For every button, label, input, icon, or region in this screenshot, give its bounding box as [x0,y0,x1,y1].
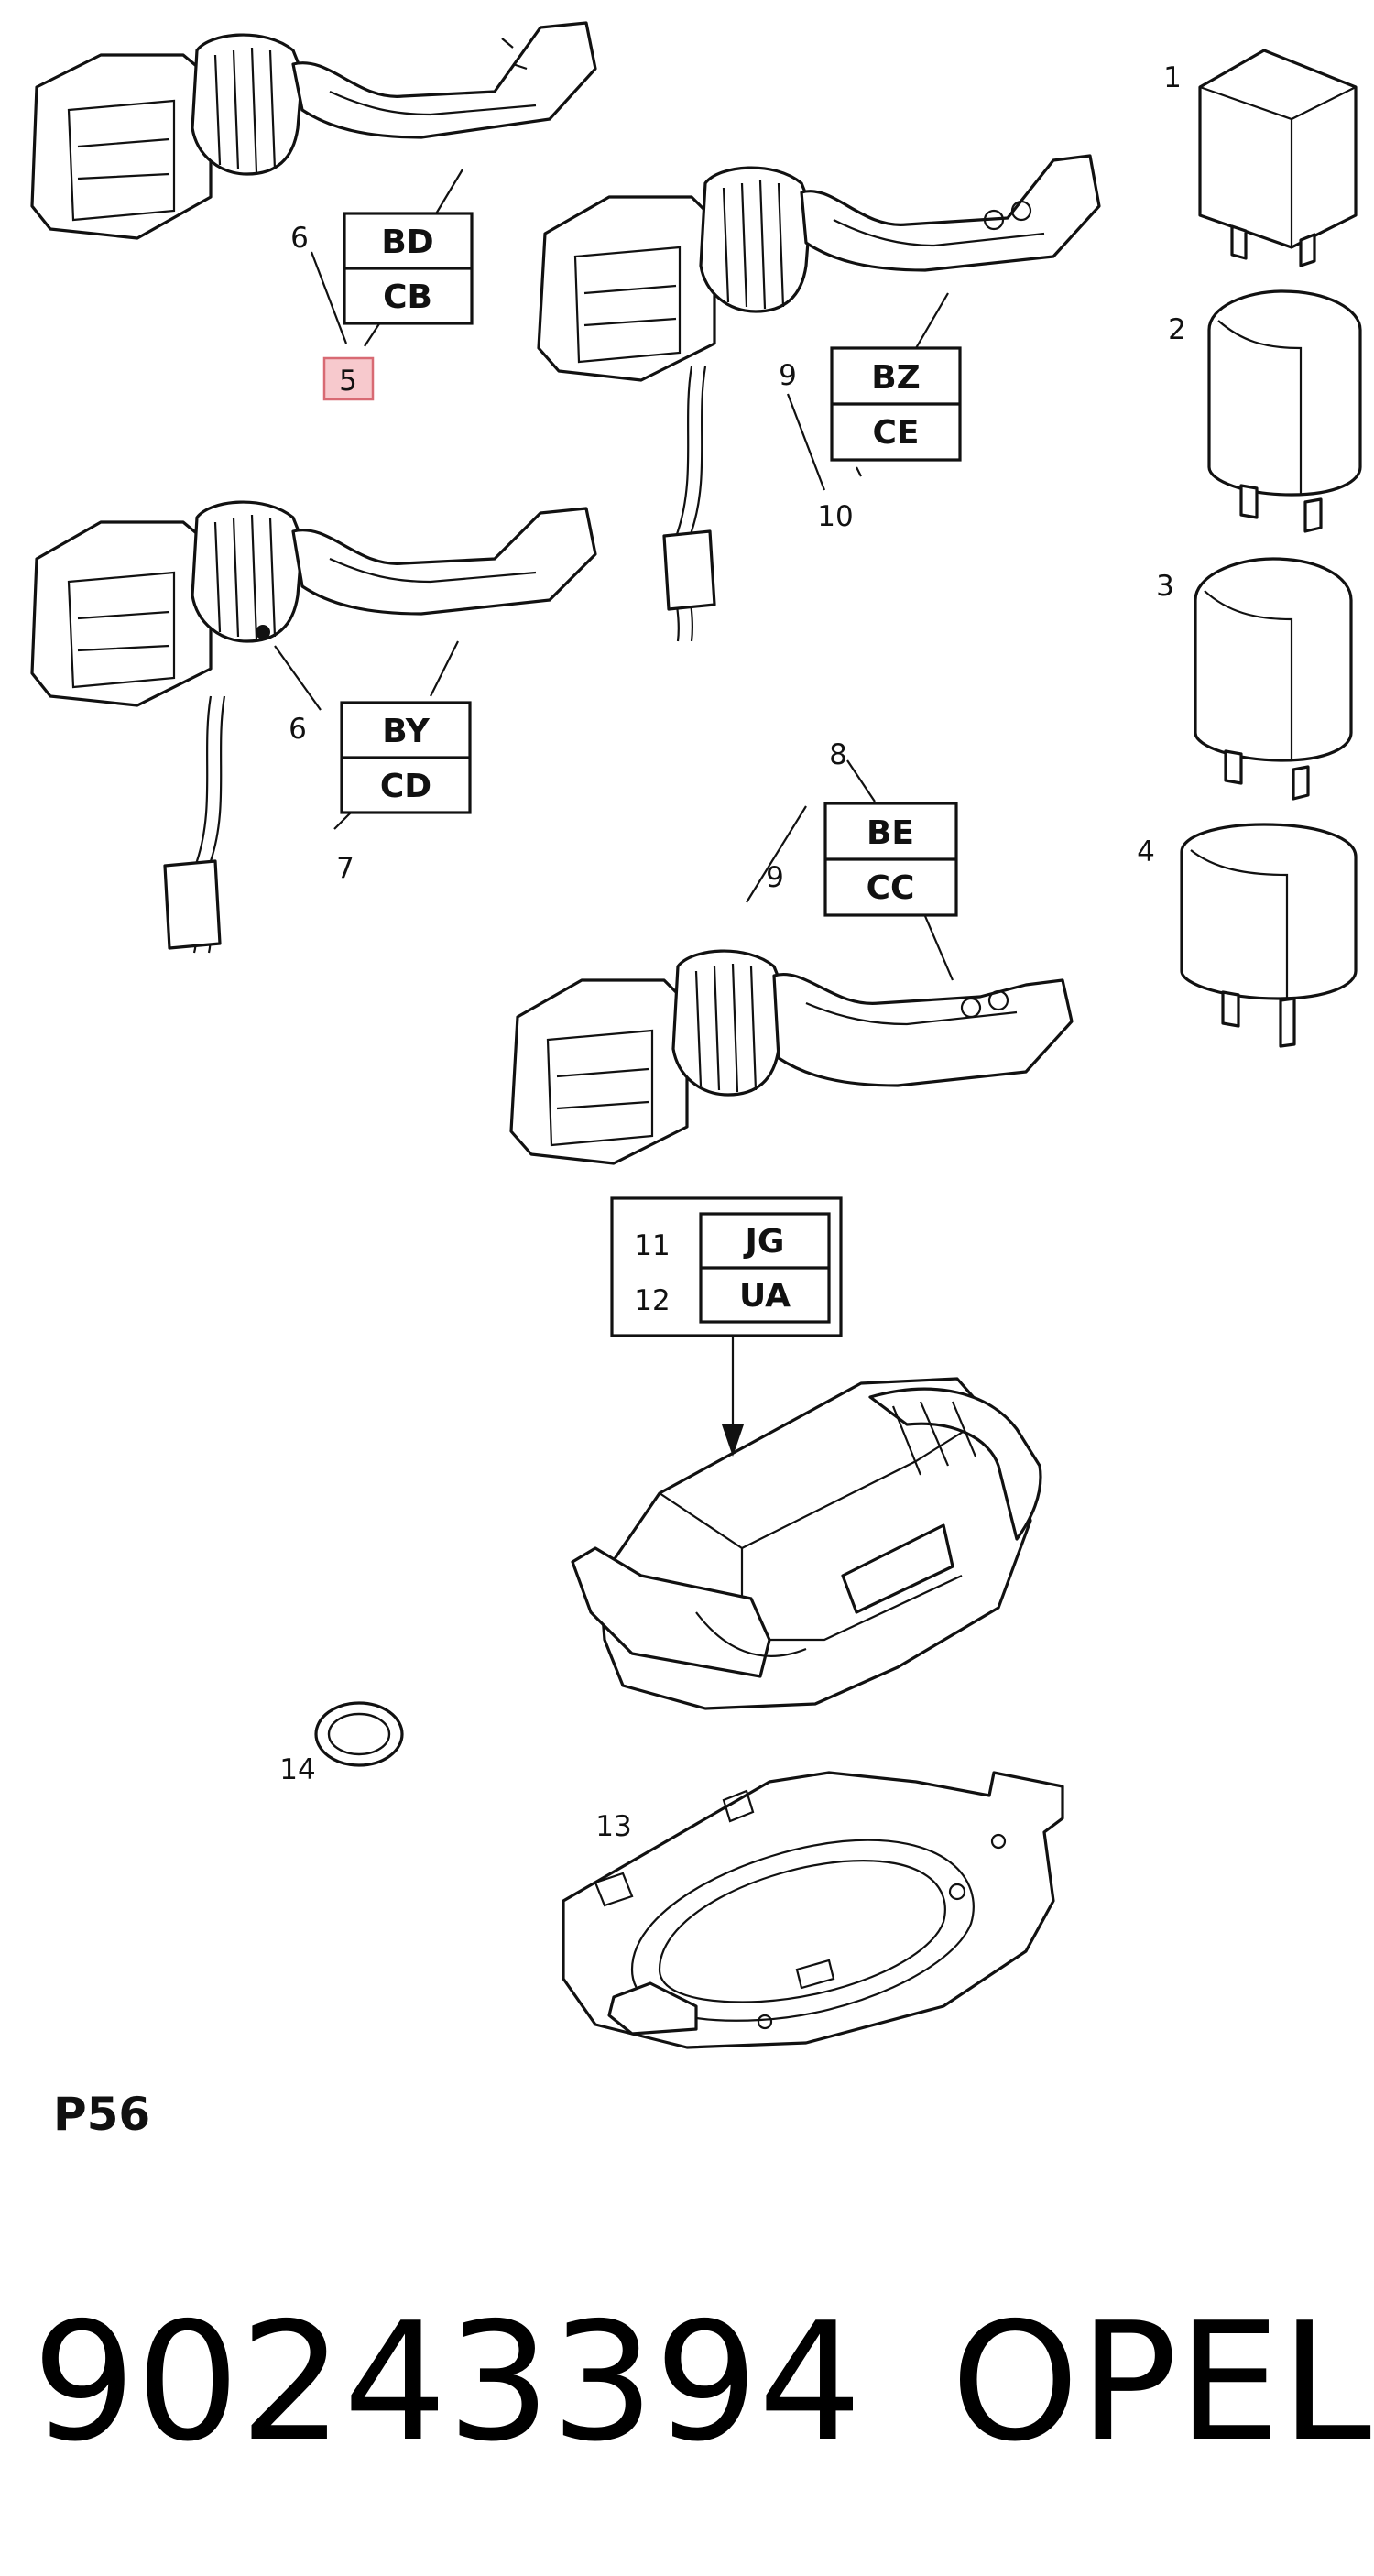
callout-7: 7 [336,852,354,885]
code-box-top: BD [381,224,433,261]
stalk-switch-d [509,949,1074,1165]
callout-4: 4 [1137,835,1155,868]
code-box-switch-d: BE CC [823,802,958,917]
code-box-top: BE [867,814,914,852]
relay-4 [1180,823,1358,1048]
callout-10: 10 [817,500,853,533]
code-box-bottom: CB [383,278,432,316]
stalk-switch-a [30,21,597,240]
callout-14: 14 [279,1753,315,1786]
callout-8: 8 [829,738,847,771]
relay-2 [1207,289,1362,533]
callout-12: 12 [634,1284,670,1317]
part-number: 90243394 [32,2287,862,2477]
callout-3: 3 [1156,570,1174,603]
callout-13: 13 [595,1810,631,1843]
page-code: P56 [53,2088,150,2141]
code-box-bottom: CC [867,869,915,907]
control-module [571,1377,1042,1710]
code-box-bottom: CE [872,414,919,452]
washer-ring [314,1701,404,1767]
callout-6: 6 [290,222,309,255]
code-box-bottom: CD [380,768,431,805]
callout-2: 2 [1168,313,1186,346]
callout-labels: 1 2 3 4 5 6 6 7 8 9 9 10 11 12 13 14 [279,61,1186,1843]
code-box-top: BZ [871,359,921,397]
callout-9: 9 [779,359,797,392]
code-box-module: JG UA [610,1196,843,1337]
code-box-top: JG [743,1223,785,1261]
code-box-bottom: UA [739,1277,791,1315]
callout-5: 5 [339,365,357,398]
stalk-switch-c [30,500,597,954]
code-box-switch-c: BY CD [340,701,472,814]
code-box-switch-a: BD CB [343,212,474,325]
callout-5-highlighted: 5 [322,356,375,401]
base-plate [562,1771,1064,2049]
highlight-box [322,356,375,401]
relay-3 [1194,557,1353,801]
brand-name: OPEL [951,2287,1371,2477]
callout-11: 11 [634,1229,670,1262]
callout-6: 6 [289,713,307,746]
code-box-top: BY [382,713,430,750]
callout-1: 1 [1163,61,1182,94]
stalk-switch-b [537,154,1101,642]
code-box-switch-b: BZ CE [830,346,962,462]
callout-9: 9 [766,861,784,894]
relay-1 [1198,49,1358,267]
